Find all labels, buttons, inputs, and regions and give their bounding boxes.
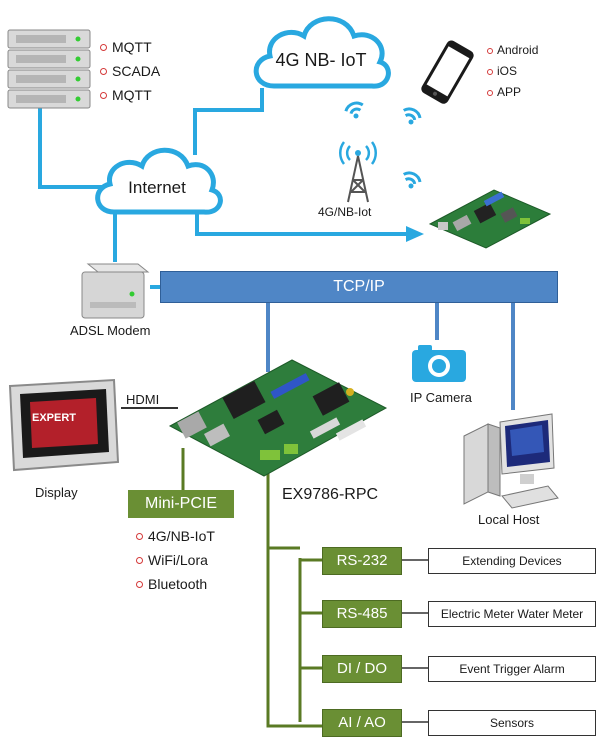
interface-rs485: RS-485 xyxy=(322,600,402,628)
internet-cloud-label: Internet xyxy=(128,178,186,197)
arrow-head xyxy=(406,226,424,242)
internet-cloud-icon xyxy=(95,147,223,215)
internet-nbiot-link xyxy=(193,88,264,155)
phone-label-2: iOS xyxy=(487,61,538,82)
display-brand: EXPERT xyxy=(32,412,77,424)
server-label-3: MQTT xyxy=(100,83,160,107)
server-rack-icon xyxy=(7,29,91,109)
display-label: Display xyxy=(35,485,78,500)
device-meters: Electric Meter Water Meter xyxy=(428,601,596,627)
tcpip-drops xyxy=(266,301,515,410)
interface-dido: DI / DO xyxy=(322,655,402,683)
server-labels: MQTT SCADA MQTT xyxy=(100,35,160,107)
tcpip-bus: TCP/IP xyxy=(160,271,558,303)
smartphone-icon xyxy=(421,40,474,104)
mini-pcie-items: 4G/NB-IoT WiFi/Lora Bluetooth xyxy=(136,524,215,596)
io-bus xyxy=(181,448,322,728)
cell-tower-label: 4G/NB-Iot xyxy=(318,205,372,219)
network-links xyxy=(38,88,410,289)
display-panel-icon xyxy=(8,378,120,472)
device-extending: Extending Devices xyxy=(428,548,596,574)
adsl-modem-icon xyxy=(81,263,150,319)
ip-camera-label: IP Camera xyxy=(410,390,472,405)
local-host-label: Local Host xyxy=(478,512,540,527)
mini-pcie-item-3: Bluetooth xyxy=(136,572,215,596)
device-links xyxy=(401,559,428,723)
ex9786-board-icon xyxy=(168,359,388,477)
mini-pcie-label: Mini-PCIE xyxy=(128,490,234,518)
io-trunk xyxy=(266,466,322,728)
adsl-modem-label: ADSL Modem xyxy=(70,323,151,338)
interface-rs232: RS-232 xyxy=(322,547,402,575)
mini-pcie-item-2: WiFi/Lora xyxy=(136,548,215,572)
server-label-2: SCADA xyxy=(100,59,160,83)
device-sensors: Sensors xyxy=(428,710,596,736)
board-label: EX9786-RPC xyxy=(282,486,379,503)
local-host-computer-icon xyxy=(463,413,559,509)
nbiot-cloud-icon xyxy=(253,16,391,89)
iot-board-icon xyxy=(428,189,552,249)
phone-label-1: Android xyxy=(487,40,538,61)
phone-labels: Android iOS APP xyxy=(487,40,538,103)
mini-pcie-item-1: 4G/NB-IoT xyxy=(136,524,215,548)
phone-label-3: APP xyxy=(487,82,538,103)
internet-board-link xyxy=(195,205,410,236)
interface-aiao: AI / AO xyxy=(322,709,402,737)
wifi-signal-icon xyxy=(402,107,422,125)
server-internet-link xyxy=(38,108,112,189)
hdmi-label: HDMI xyxy=(126,392,160,407)
wifi-signal-icon xyxy=(344,101,364,119)
cell-tower-icon xyxy=(339,141,377,203)
server-label-1: MQTT xyxy=(100,35,160,59)
device-event-alarm: Event Trigger Alarm xyxy=(428,656,596,682)
ip-camera-icon xyxy=(412,345,466,382)
nbiot-cloud-label: 4G NB- IoT xyxy=(275,50,367,70)
wifi-signal-icon xyxy=(402,171,422,189)
